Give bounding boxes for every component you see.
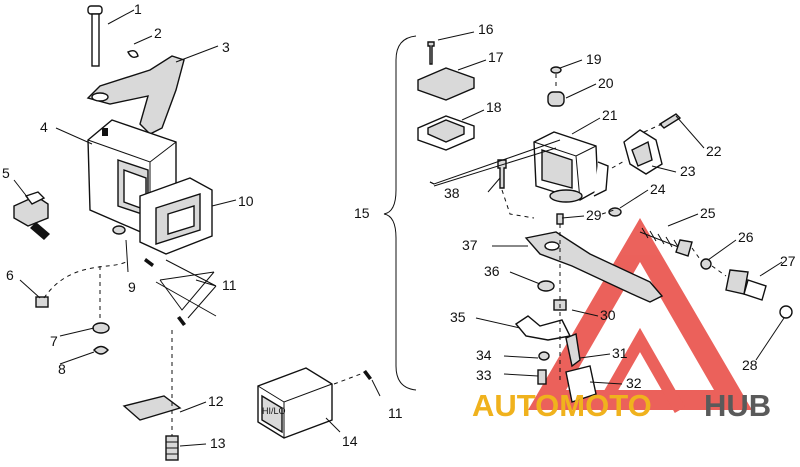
part-kill-switch [13,191,50,240]
part-nut [538,351,550,361]
part-brake-switch [565,365,597,403]
callout-10: 10 [238,193,254,209]
switch-label: HI/LO [262,406,286,416]
part-screw [427,41,435,65]
part-washer [92,322,110,334]
part-bushing [547,91,565,107]
watermark-logo: AUTOMOTO HUB [472,388,771,423]
callout-20: 20 [598,75,614,91]
callout-12: 12 [208,393,224,409]
part-bracket [514,315,572,341]
callout-5: 5 [2,165,10,181]
callout-8: 8 [58,361,66,377]
callout-labels: 1 2 3 4 5 6 7 8 9 10 11 11 12 13 14 15 1… [2,1,796,451]
part-spring [639,227,693,257]
part-screw [537,369,547,385]
part-screw [363,370,372,380]
part-washer [700,258,712,270]
part-pin [87,5,103,67]
part-screw [177,316,186,326]
callout-33: 33 [476,367,492,383]
callout-11b: 11 [388,405,403,421]
callout-26: 26 [738,229,754,245]
part-cover [139,177,213,255]
part-fitting [725,269,767,301]
part-switch-bracket [565,333,581,368]
callout-34: 34 [476,347,492,363]
callout-21: 21 [602,107,618,123]
callout-31: 31 [612,345,628,361]
watermark-text-automoto: AUTOMOTO [472,388,652,423]
part-hi-lo-switch: HI/LO [257,367,333,439]
part-throttle-lever [86,55,185,135]
callout-15: 15 [354,205,370,221]
callout-19: 19 [586,51,602,67]
part-grommet [112,225,126,235]
part-bolt [497,159,507,189]
callout-38: 38 [444,185,460,201]
callout-7: 7 [50,333,58,349]
callout-1: 1 [134,1,142,17]
part-master-cylinder-cover [417,67,475,101]
callout-17: 17 [488,49,504,65]
part-master-cylinder [533,131,609,203]
callout-24: 24 [650,181,666,197]
callout-2: 2 [154,25,162,41]
callout-16: 16 [478,21,494,37]
part-o-ring [550,66,562,74]
callout-18: 18 [486,99,502,115]
part-clip [127,49,139,59]
watermark-logo-triangle [528,218,752,413]
callout-3: 3 [222,39,230,55]
brace-assembly-15 [383,35,417,391]
part-spacer [537,280,555,292]
callout-25: 25 [700,205,716,221]
part-pivot-pin [556,213,564,225]
callout-35: 35 [450,309,466,325]
callout-13: 13 [210,435,226,451]
part-o-ring [779,305,793,319]
watermark-text-hub: HUB [704,388,771,423]
callout-27: 27 [780,253,796,269]
callout-36: 36 [484,263,500,279]
callout-29: 29 [586,207,602,223]
leader-lines-right [429,31,785,385]
callout-4: 4 [40,119,48,135]
part-lock-washer [93,345,109,355]
part-nut [35,296,49,308]
callout-32: 32 [626,375,642,391]
callout-37: 37 [462,237,478,253]
leader-lines-left [13,9,381,447]
callout-22: 22 [706,143,722,159]
callout-6: 6 [6,267,14,283]
part-plate [122,395,182,421]
callout-11a: 11 [222,277,237,293]
callout-14: 14 [342,433,358,449]
callout-28: 28 [742,357,758,373]
part-washer [608,207,622,217]
callout-30: 30 [600,307,616,323]
part-screw [658,113,682,129]
part-bolt [165,435,179,461]
callout-9: 9 [128,279,136,295]
part-screw [144,258,154,267]
callout-23: 23 [680,163,696,179]
